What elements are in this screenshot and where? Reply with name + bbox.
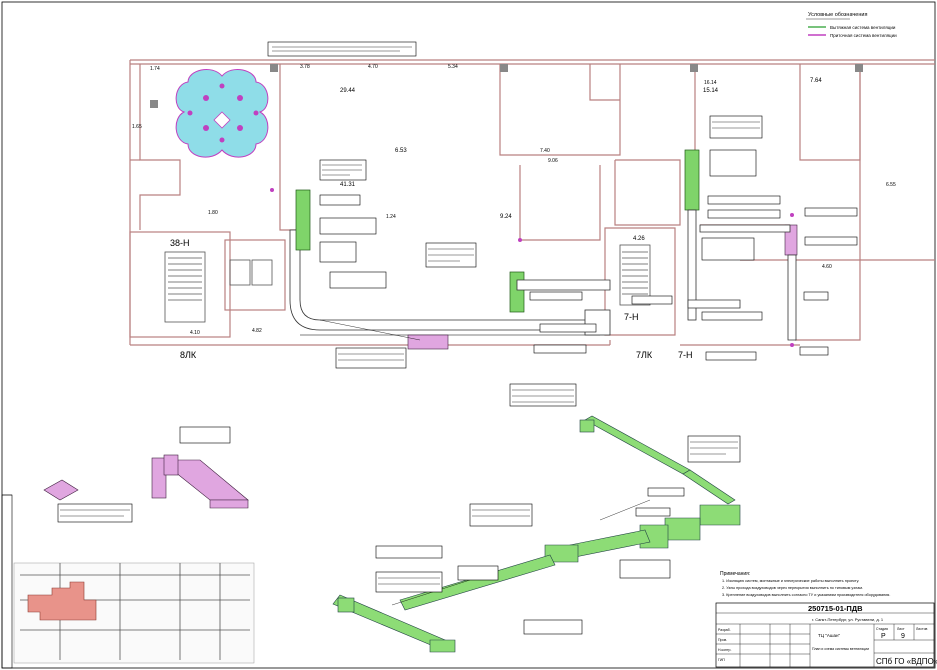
object-name: ТЦ "Ашан" bbox=[818, 633, 841, 638]
plan-ducts bbox=[270, 149, 798, 350]
floor-plan: 8ЛК 7ЛК 7-Н 7-Н 38-Н 29.44 41.31 15.14 7… bbox=[129, 59, 935, 360]
axis-label: 38-Н bbox=[170, 238, 190, 248]
room-area: 4.26 bbox=[633, 236, 645, 242]
dimension: 4.70 bbox=[368, 64, 378, 70]
notes: Примечания: 1. Изоляцию систем, монтажны… bbox=[720, 571, 890, 597]
note-line: 1. Изоляцию систем, монтажные и электрич… bbox=[722, 579, 859, 583]
title-block: 250715-01-ПДВ г. Санкт-Петербург, ул. Ру… bbox=[715, 602, 937, 668]
role-label: Н.контр. bbox=[718, 648, 731, 652]
role-label: Разраб. bbox=[718, 628, 731, 632]
note-line: 3. Крепление воздуховодов выполнить согл… bbox=[722, 593, 890, 597]
legend-item: Приточная система вентиляции bbox=[830, 33, 897, 38]
dimension: 7.40 bbox=[540, 148, 550, 154]
dimension: 1.80 bbox=[208, 210, 218, 216]
axis-label: 7ЛК bbox=[636, 350, 653, 360]
dimension: 5.34 bbox=[448, 64, 458, 70]
room-area: 6.53 bbox=[395, 148, 407, 154]
dimension: 16.14 bbox=[704, 80, 717, 86]
dimension: 6.55 bbox=[886, 182, 896, 188]
room-area: 7.64 bbox=[810, 78, 822, 84]
legend-title: Условные обозначения bbox=[808, 12, 867, 18]
plan-callouts bbox=[267, 41, 858, 369]
notes-title: Примечания: bbox=[720, 571, 750, 577]
stage-label: Стадия bbox=[876, 627, 888, 631]
axis-label: 7-Н bbox=[624, 312, 639, 322]
side-stamp bbox=[1, 494, 13, 669]
dimension: 4.10 bbox=[190, 330, 200, 336]
note-line: 2. Узлы прохода воздуховодов через перек… bbox=[722, 586, 863, 590]
key-plan bbox=[13, 562, 255, 664]
dimension: 4.60 bbox=[822, 264, 832, 270]
hatched-zone bbox=[175, 68, 269, 158]
isometric-scheme-large bbox=[332, 383, 741, 653]
legend-item: Вытяжная система вентиляции bbox=[830, 25, 896, 30]
axis-label: 7-Н bbox=[678, 350, 693, 360]
room-area: 41.31 bbox=[340, 182, 356, 188]
dimension: 1.65 bbox=[132, 124, 142, 130]
address: г. Санкт-Петербург, ул. Руставели, д. 1 bbox=[812, 617, 884, 622]
room-area: 29.44 bbox=[340, 88, 356, 94]
room-area: 9.24 bbox=[500, 214, 512, 220]
dimension: 3.78 bbox=[300, 64, 310, 70]
isometric-scheme-small bbox=[43, 426, 249, 523]
dimension: 9.06 bbox=[548, 158, 558, 164]
role-label: ГИП bbox=[718, 658, 725, 662]
sheet-value: 9 bbox=[901, 633, 905, 640]
role-label: Пров. bbox=[718, 638, 727, 642]
legend: Условные обозначения Вытяжная система ве… bbox=[806, 12, 897, 38]
dimension: 1.74 bbox=[150, 66, 160, 72]
axis-label: 8ЛК bbox=[180, 350, 197, 360]
highlighted-area bbox=[27, 581, 97, 621]
sheet-title: План и схема системы вентиляции bbox=[812, 647, 869, 651]
dimension: 4.82 bbox=[252, 328, 262, 334]
organization: СПб ГО «ВДПО» bbox=[876, 657, 937, 666]
stage-value: Р bbox=[881, 633, 886, 640]
dimension: 1.24 bbox=[386, 214, 396, 220]
sheets-label: Листов bbox=[916, 627, 928, 631]
room-area: 15.14 bbox=[703, 88, 719, 94]
sheet-label: Лист bbox=[897, 627, 905, 631]
drawing-code: 250715-01-ПДВ bbox=[808, 604, 863, 613]
